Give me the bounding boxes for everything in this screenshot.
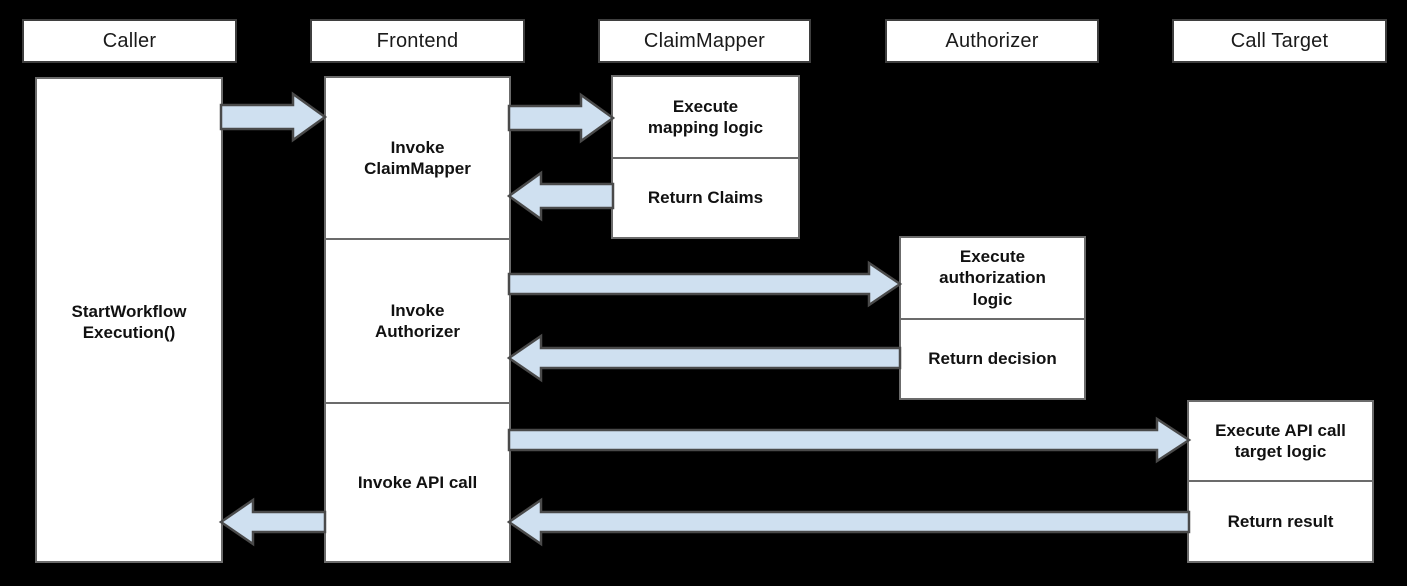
lane-header-label: Frontend: [376, 29, 459, 52]
activation-segment-invoke-authorizer: Invoke Authorizer: [326, 238, 509, 402]
activation-segment-return-claims: Return Claims: [613, 157, 798, 237]
activation-segment-invoke-claimmapper: Invoke ClaimMapper: [364, 137, 471, 178]
message-arrow-caller-to-frontend[interactable]: [219, 91, 328, 143]
message-arrow-calltarget-to-frontend[interactable]: [506, 497, 1191, 547]
message-arrow-claimmapper-to-frontend[interactable]: [506, 170, 615, 222]
lane-header-caller[interactable]: Caller: [22, 19, 237, 63]
activation-calltarget[interactable]: Execute API call target logic Return res…: [1187, 400, 1374, 563]
activation-segment-caller-start: StartWorkflow Execution(): [71, 301, 187, 342]
lane-header-label: Call Target: [1230, 29, 1329, 52]
message-arrow-frontend-to-calltarget[interactable]: [507, 416, 1192, 464]
activation-segment-execute-mapping-logic: Execute mapping logic: [647, 96, 764, 137]
activation-segment-return-result: Return result: [1189, 480, 1372, 561]
activation-segment-return-decision: Return decision: [901, 318, 1084, 398]
message-arrow-frontend-to-authorizer[interactable]: [507, 260, 903, 308]
activation-segment-invoke-api-call: Invoke API call: [326, 402, 509, 561]
lane-header-label: Authorizer: [945, 29, 1039, 52]
activation-claimmapper[interactable]: Execute mapping logic Return Claims: [611, 75, 800, 239]
activation-caller[interactable]: StartWorkflow Execution(): [35, 77, 223, 563]
message-arrow-frontend-to-caller[interactable]: [218, 497, 327, 547]
message-arrow-frontend-to-claimmapper[interactable]: [507, 92, 616, 144]
activation-authorizer[interactable]: Execute authorization logic Return decis…: [899, 236, 1086, 400]
lane-header-claimmapper[interactable]: ClaimMapper: [598, 19, 811, 63]
lane-header-label: ClaimMapper: [643, 29, 766, 52]
activation-segment-execute-authorization-logic: Execute authorization logic: [939, 247, 1046, 309]
lane-header-calltarget[interactable]: Call Target: [1172, 19, 1387, 63]
lane-header-authorizer[interactable]: Authorizer: [885, 19, 1099, 63]
lane-header-label: Caller: [102, 29, 157, 52]
lane-header-frontend[interactable]: Frontend: [310, 19, 525, 63]
activation-segment-execute-api-call-target-logic: Execute API call target logic: [1215, 420, 1346, 461]
activation-frontend[interactable]: Invoke ClaimMapper Invoke Authorizer Inv…: [324, 76, 511, 563]
message-arrow-authorizer-to-frontend[interactable]: [506, 333, 902, 383]
